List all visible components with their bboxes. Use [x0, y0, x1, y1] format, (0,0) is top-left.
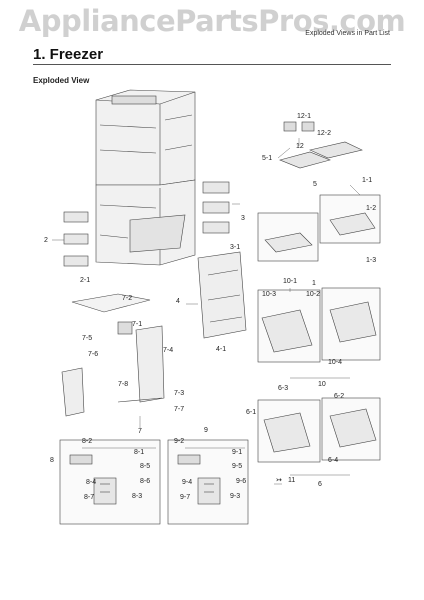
callout-6-2: 6-2 — [334, 393, 344, 400]
rail-part-3 — [202, 181, 230, 234]
callout-labels: 12-1 12-2 12 5-1 5 1-1 1-2 1-3 10-1 1 10… — [44, 113, 376, 501]
callout-8-5: 8-5 — [140, 463, 150, 470]
callout-9-1: 9-1 — [232, 449, 242, 456]
callout-3-1: 3-1 — [230, 244, 240, 251]
callout-10-4: 10-4 — [328, 359, 342, 366]
callout-2-1: 2-1 — [80, 277, 90, 284]
callout-6-4: 6-4 — [328, 457, 338, 464]
callout-9-2: 9-2 — [174, 438, 184, 445]
callout-12-2: 12-2 — [317, 130, 331, 137]
callout-8-4: 8-4 — [86, 479, 96, 486]
callout-10: 10 — [318, 381, 326, 388]
callout-6-1: 6-1 — [246, 409, 256, 416]
callout-5-1: 5-1 — [262, 155, 272, 162]
callout-8-2: 8-2 — [82, 438, 92, 445]
callout-8: 8 — [50, 457, 54, 464]
callout-9: 9 — [204, 427, 208, 434]
callout-10-1: 10-1 — [283, 278, 297, 285]
watermark: AppliancePartsPros.com — [18, 4, 406, 38]
callout-1-2: 1-2 — [366, 205, 376, 212]
callout-7-6: 7-6 — [88, 351, 98, 358]
callout-7-2: 7-2 — [122, 295, 132, 302]
lower-cabinet-part — [95, 179, 196, 266]
callout-7: 7 — [138, 428, 142, 435]
assembly-part-8 — [59, 439, 161, 525]
callout-11-arrow: ↣ — [276, 477, 282, 484]
drawer-part-1 — [257, 194, 381, 262]
callout-8-6: 8-6 — [140, 478, 150, 485]
assembly-part-9 — [167, 439, 249, 525]
callout-9-6: 9-6 — [236, 478, 246, 485]
callout-12-1: 12-1 — [297, 113, 311, 120]
title-rule — [33, 64, 391, 65]
callout-8-7: 8-7 — [84, 494, 94, 501]
callout-8-1: 8-1 — [134, 449, 144, 456]
callout-8-3: 8-3 — [132, 493, 142, 500]
callout-7-8: 7-8 — [118, 381, 128, 388]
callout-10-3: 10-3 — [262, 291, 276, 298]
callout-2: 2 — [44, 237, 48, 244]
callout-7-7: 7-7 — [174, 406, 184, 413]
callout-7-1: 7-1 — [132, 321, 142, 328]
callout-5: 5 — [313, 181, 317, 188]
callout-9-7: 9-7 — [180, 494, 190, 501]
drawer-part-6 — [257, 397, 381, 463]
page-title: 1. Freezer — [33, 46, 104, 63]
callout-1: 1 — [312, 280, 316, 287]
callout-3: 3 — [241, 215, 245, 222]
callout-12: 12 — [296, 143, 304, 150]
callout-4: 4 — [176, 298, 180, 305]
callout-11: 11 — [288, 477, 295, 484]
side-panel-part-4 — [197, 251, 247, 339]
header-tag: Exploded Views in Part List — [305, 30, 390, 37]
leader-lines — [52, 138, 361, 485]
callout-9-3: 9-3 — [230, 493, 240, 500]
callout-4-1: 4-1 — [216, 346, 226, 353]
upper-cabinet-part — [95, 89, 196, 186]
callout-1-1: 1-1 — [362, 177, 372, 184]
rail-part-2 — [63, 211, 89, 267]
callout-9-4: 9-4 — [182, 479, 192, 486]
callout-1-3: 1-3 — [366, 257, 376, 264]
callout-7-4: 7-4 — [163, 347, 173, 354]
section-subtitle: Exploded View — [33, 76, 90, 85]
assembly-part-7 — [61, 293, 165, 417]
drawer-part-10 — [257, 287, 381, 363]
callout-7-5: 7-5 — [82, 335, 92, 342]
cover-part-5 — [279, 141, 363, 169]
callout-6-3: 6-3 — [278, 385, 288, 392]
callout-10-2: 10-2 — [306, 291, 320, 298]
callout-9-5: 9-5 — [232, 463, 242, 470]
callout-7-3: 7-3 — [174, 390, 184, 397]
callout-6: 6 — [318, 481, 322, 488]
clip-part-12 — [283, 121, 315, 132]
